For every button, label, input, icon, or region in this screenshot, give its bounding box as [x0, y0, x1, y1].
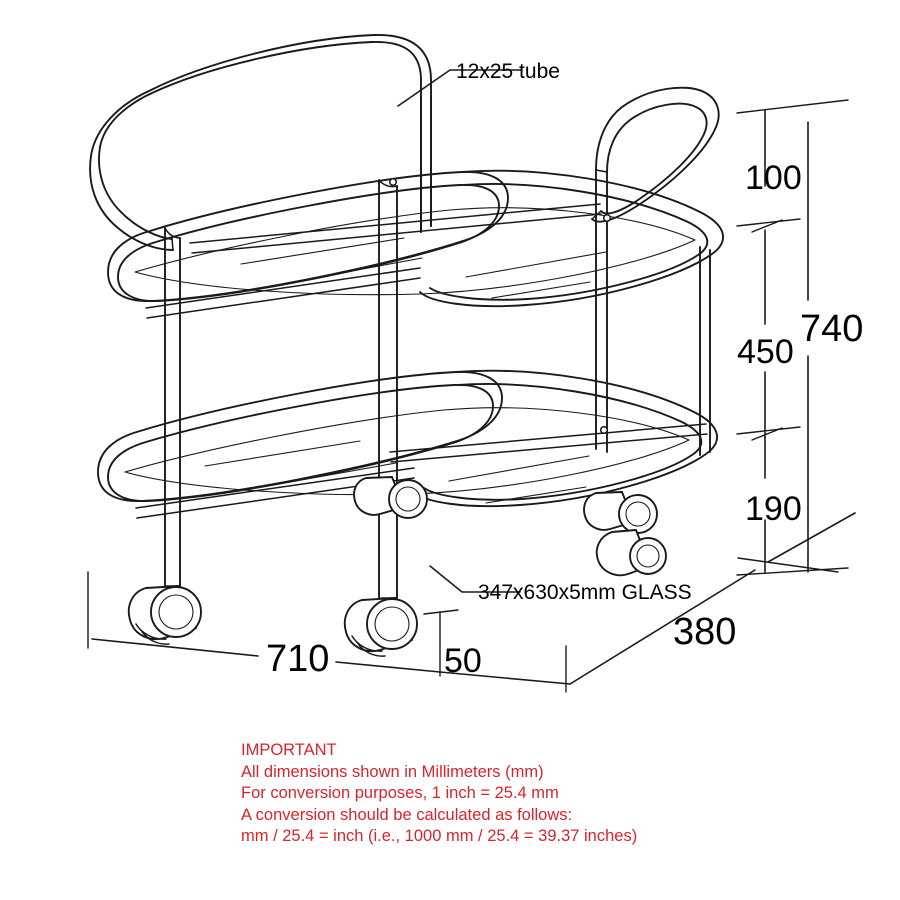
note-heading: IMPORTANT [241, 741, 337, 759]
leader-glass [429, 565, 521, 593]
dimension-740: 740 [800, 308, 863, 350]
dimension-50: 50 [444, 642, 482, 680]
callout-tube-label: 12x25 tube [456, 60, 560, 83]
width-dimension [87, 571, 571, 685]
dimension-710: 710 [266, 638, 329, 680]
caster-front-center [343, 597, 418, 657]
caster-front-left [127, 585, 202, 645]
callout-glass-label: 347x630x5mm GLASS [478, 581, 692, 604]
vertical-posts [378, 179, 711, 613]
dimension-190: 190 [745, 490, 802, 528]
caster-rear-center [353, 476, 428, 519]
cart-illustration [89, 34, 724, 657]
caster-rear-right [583, 491, 658, 534]
leader-tube [397, 69, 523, 107]
note-line-1: All dimensions shown in Millimeters (mm) [241, 762, 544, 781]
dimension-450: 450 [737, 333, 794, 371]
note-line-4: mm / 25.4 = inch (i.e., 1000 mm / 25.4 =… [241, 827, 638, 845]
dimension-100: 100 [745, 159, 802, 197]
dimension-380: 380 [673, 611, 736, 653]
depth-dimension [569, 512, 856, 685]
lower-shelf-frame [97, 369, 718, 519]
caster-rear-far [595, 529, 667, 577]
upper-shelf-frame [107, 169, 724, 319]
vertical-dimension-chain [736, 99, 849, 576]
note-line-3: A conversion should be calculated as fol… [241, 805, 573, 824]
note-line-2: For conversion purposes, 1 inch = 25.4 m… [241, 784, 559, 802]
important-note-block: IMPORTANT All dimensions shown in Millim… [241, 740, 637, 848]
